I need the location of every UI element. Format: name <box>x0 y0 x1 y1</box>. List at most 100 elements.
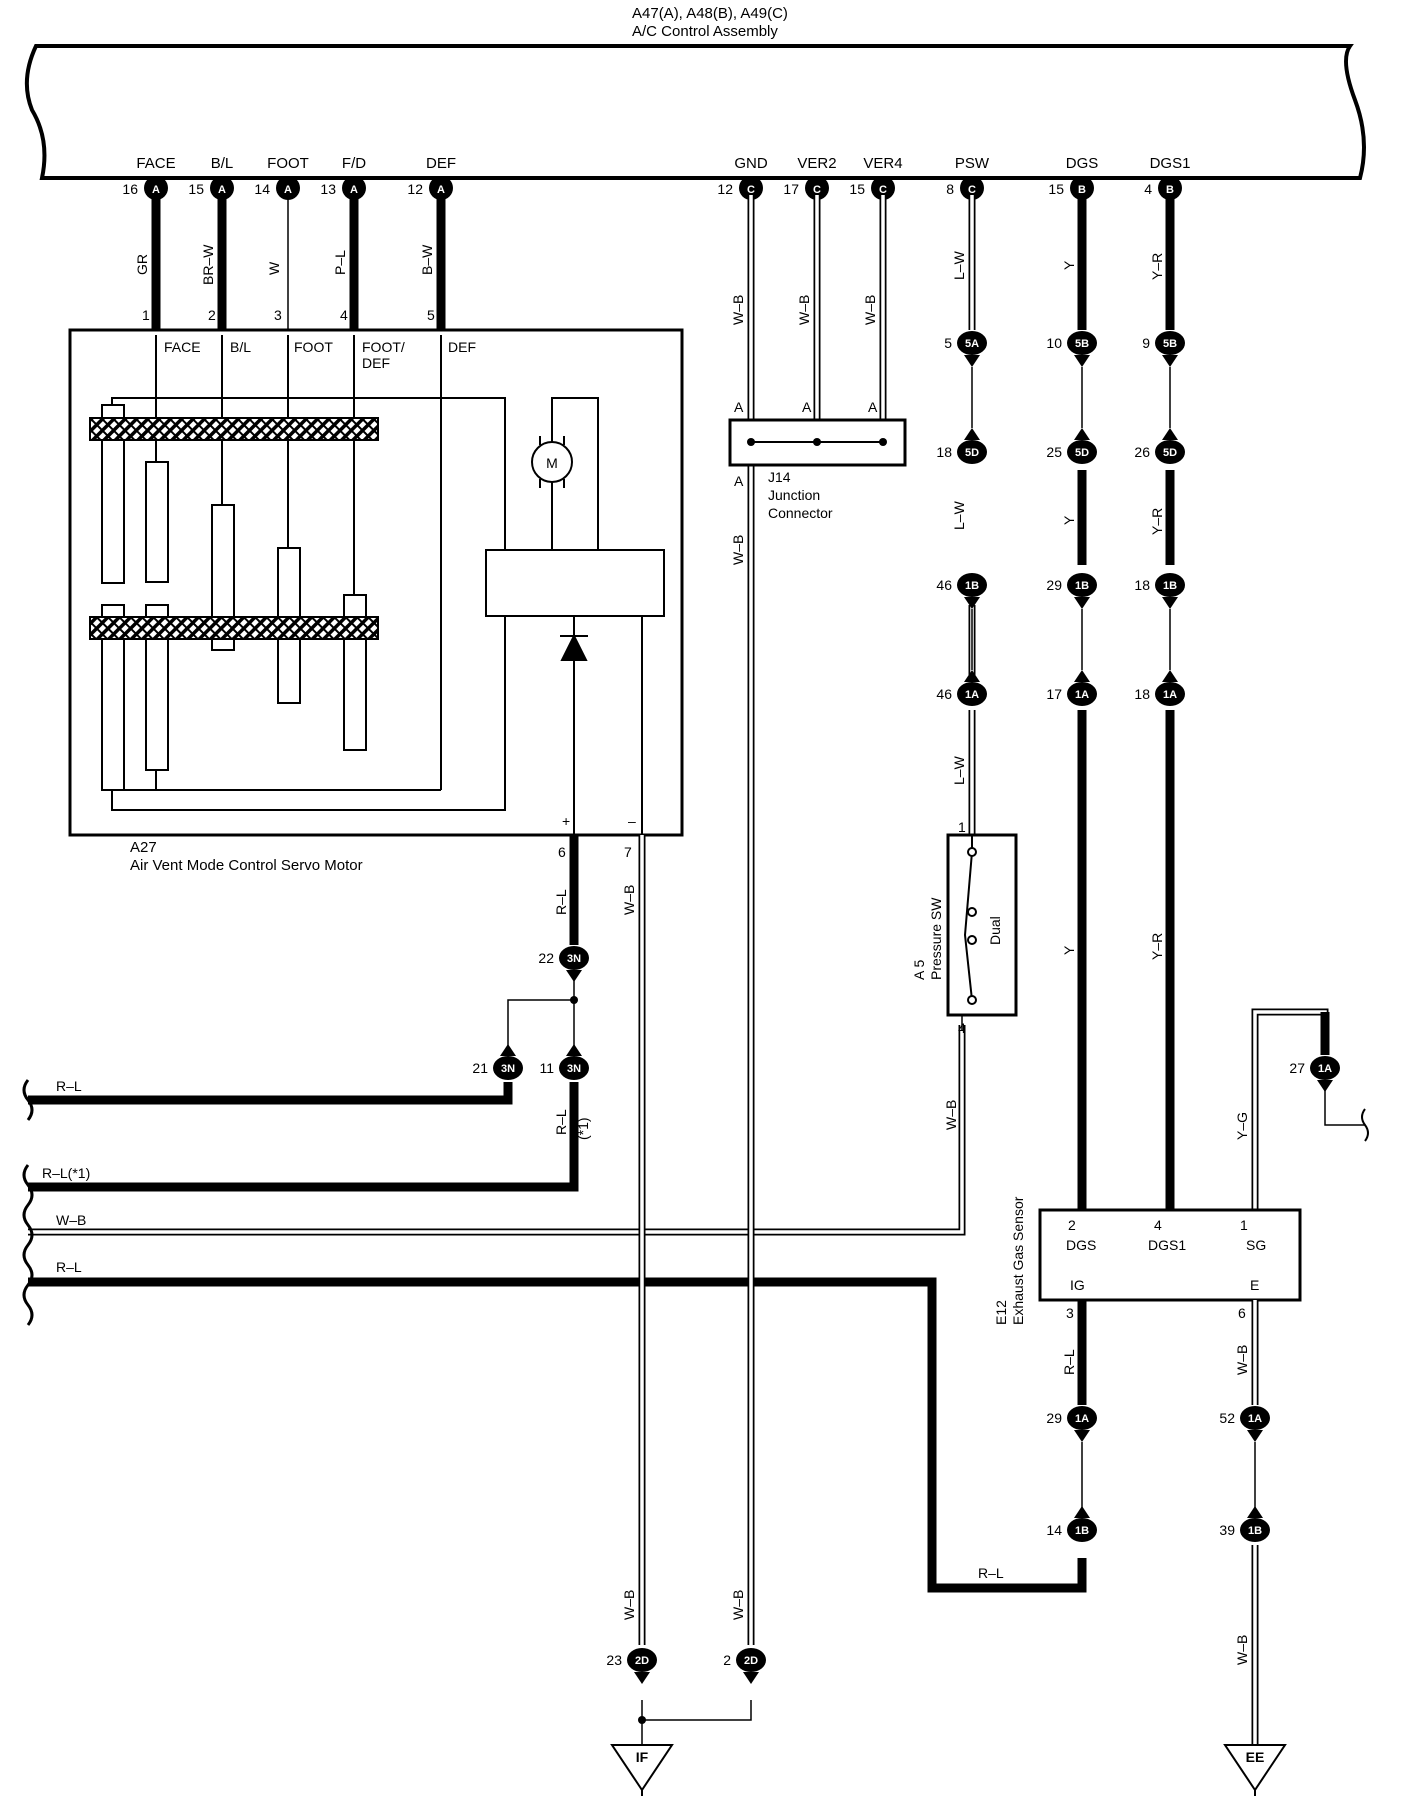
connector-id: 1A <box>1075 689 1089 701</box>
terminal-name: FACE <box>136 155 175 172</box>
connector-1A <box>1155 682 1185 706</box>
sensor-term-dgs1: DGS1 <box>1148 1237 1186 1253</box>
terminal-conn: B <box>1078 184 1086 196</box>
wire-label-lw-1: L–W <box>951 250 967 280</box>
connector-pin: 18 <box>1134 686 1150 702</box>
servo-plus: + <box>562 813 570 829</box>
sensor-term-dgs: DGS <box>1066 1237 1096 1253</box>
motor-label: M <box>546 455 558 471</box>
connector-1A <box>1310 1056 1340 1080</box>
connector-1B <box>1067 1518 1097 1542</box>
servo-label: B/L <box>230 339 251 355</box>
connector-id: 5B <box>1163 338 1177 350</box>
sensor-pin-dgs1: 4 <box>1154 1217 1162 1233</box>
servo-mechanism <box>89 335 665 835</box>
wire-label-rl-left1: R–L <box>56 1078 82 1094</box>
connector-1B <box>1240 1518 1270 1542</box>
connector-5D <box>957 440 987 464</box>
connector-pin: 26 <box>1134 444 1150 460</box>
wire-label-y-3: Y <box>1061 945 1077 955</box>
wire-label-yr-1: Y–R <box>1149 253 1165 280</box>
connector-id: 3N <box>567 1063 581 1075</box>
connector-id: 5D <box>1075 447 1089 459</box>
wire-label-rl-left3: R–L <box>56 1259 82 1275</box>
connector-pin: 11 <box>539 1060 554 1076</box>
wire-label-star: (*1) <box>575 1117 591 1140</box>
connector-pin: 5 <box>944 335 952 351</box>
sensor-term-sg: SG <box>1246 1237 1266 1253</box>
servo-label-def2: DEF <box>362 355 390 371</box>
servo-label: FOOT/ <box>362 339 405 355</box>
terminal-pin: 13 <box>320 181 336 197</box>
terminal-name: B/L <box>211 155 234 172</box>
servo-wire-label: B–W <box>419 244 435 275</box>
connector-pin: 29 <box>1046 577 1062 593</box>
connector-pin: 52 <box>1219 1410 1235 1426</box>
junction-pin-a3: A <box>868 399 878 415</box>
servo-pin6: 6 <box>558 844 566 860</box>
connector-pin: 2 <box>723 1652 731 1668</box>
servo-wire-label: P–L <box>332 250 348 275</box>
terminal-name: GND <box>734 155 768 172</box>
connector-id: 2D <box>635 1655 649 1667</box>
sensor-id: E12 <box>993 1300 1009 1325</box>
ground-if-label: IF <box>636 1749 649 1765</box>
connector-pin: 25 <box>1046 444 1062 460</box>
wire-label-y-2: Y <box>1061 515 1077 525</box>
terminal-connector <box>1070 176 1094 200</box>
terminal-name: DGS1 <box>1150 155 1191 172</box>
terminal-pin: 4 <box>1144 181 1152 197</box>
servo-wire-label: W <box>266 261 282 275</box>
junction-pin-a1: A <box>734 399 744 415</box>
terminal-pin: 15 <box>188 181 204 197</box>
connector-1A <box>1067 682 1097 706</box>
connector-pin: 29 <box>1046 1410 1062 1426</box>
wire-label-lw-2: L–W <box>951 500 967 530</box>
splice-dot <box>570 996 578 1004</box>
connector-pin: 27 <box>1289 1060 1305 1076</box>
connector-5B <box>1067 331 1097 355</box>
ground-ee <box>1223 1744 1287 1796</box>
wire-label-yr-2: Y–R <box>1149 508 1165 535</box>
wire-label-rl-3n: R–L <box>553 1109 569 1135</box>
wire-ground-join <box>641 1700 752 1721</box>
servo-pin: 4 <box>340 307 348 323</box>
terminal-connector <box>960 176 984 200</box>
junction-line1: Junction <box>768 487 820 503</box>
connector-pin: 21 <box>472 1060 488 1076</box>
servo-minus: – <box>628 813 636 829</box>
wire-label-yr-3: Y–R <box>1149 933 1165 960</box>
connector-pin: 18 <box>1134 577 1150 593</box>
terminal-name: DEF <box>426 155 456 172</box>
connector-1B <box>1155 573 1185 597</box>
wire-wb-psw <box>28 1025 966 1236</box>
assembly-box <box>24 44 1366 180</box>
connector-id: 1A <box>1318 1063 1332 1075</box>
psw-id: A 5 <box>911 960 927 980</box>
terminal-conn: A <box>350 184 358 196</box>
connector-1B <box>1067 573 1097 597</box>
wire-label-wb-ver4: W–B <box>862 295 878 325</box>
wire-label-wb-e: W–B <box>1234 1345 1250 1375</box>
terminal-pin: 16 <box>122 181 138 197</box>
connector-3N <box>559 1056 589 1080</box>
psw-pin1: 1 <box>958 819 966 835</box>
connector-pin: 23 <box>606 1652 622 1668</box>
connector-id: 3N <box>501 1063 515 1075</box>
servo-wire-label: BR–W <box>200 244 216 285</box>
connector-pin: 9 <box>1142 335 1150 351</box>
junction-line2: Connector <box>768 505 833 521</box>
connector-id: 1A <box>1248 1413 1262 1425</box>
wire-label-wb-ee: W–B <box>1234 1635 1250 1665</box>
connector-pin: 17 <box>1046 686 1062 702</box>
junction-pin-a2: A <box>802 399 812 415</box>
sensor-term-e: E <box>1250 1277 1259 1293</box>
terminal-connector <box>805 176 829 200</box>
connector-id: 1A <box>1075 1413 1089 1425</box>
junction-pin-a4: A <box>734 473 744 489</box>
psw-pin4: 4 <box>958 1020 966 1036</box>
connector-id: 1B <box>1248 1525 1262 1537</box>
servo-label: DEF <box>448 339 476 355</box>
terminal-pin: 12 <box>717 181 733 197</box>
